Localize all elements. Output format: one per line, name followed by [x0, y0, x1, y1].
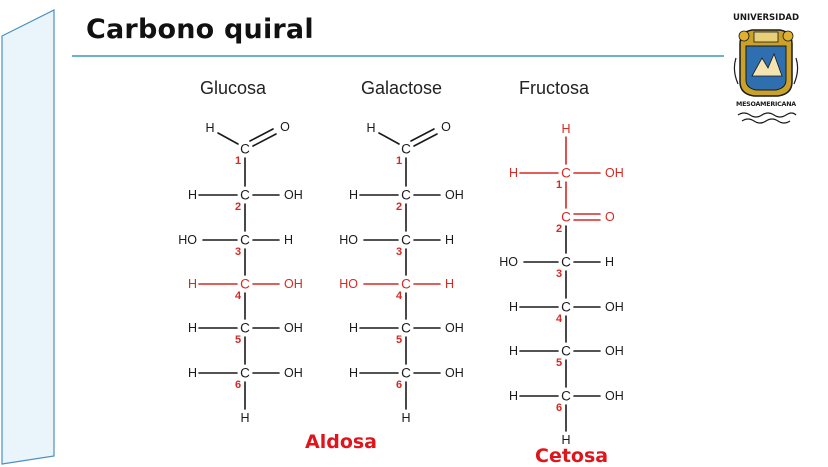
galactose-c5-left-label: H [349, 321, 358, 335]
glucosa-carbon-3: C [240, 233, 250, 248]
glucosa-carbon-number-3: 3 [235, 246, 241, 258]
glucosa-carbon-number-1: 1 [235, 155, 241, 167]
galactose-carbon-number-6: 6 [396, 379, 402, 391]
galactose-c6-right-label: OH [445, 366, 464, 380]
fructosa-carbon-2: C [561, 210, 571, 225]
glucosa-top-h-bond [217, 132, 239, 145]
fructosa-carbon-number-2: 2 [556, 223, 562, 235]
fructosa-carbon-number-1: 1 [556, 179, 562, 191]
fructosa-c1-right-label: OH [605, 166, 624, 180]
logo-top-text: UNIVERSIDAD [732, 13, 800, 23]
glucosa-c5-left-label: H [188, 321, 197, 335]
glucosa-carbon-number-2: 2 [235, 201, 241, 213]
fructosa-carbon-3: C [561, 255, 571, 270]
galactose-top-h-bond [378, 132, 400, 145]
glucosa-carbon-2: C [240, 188, 250, 203]
galactose-c4-left-label: HO [339, 277, 358, 291]
class-label-aldose: Aldosa [305, 431, 378, 453]
class-label-ketose: Cetosa [535, 445, 609, 467]
galactose-carbon-number-3: 3 [396, 246, 402, 258]
logo-emblem-icon [733, 29, 799, 97]
galactose-carbon-number-5: 5 [396, 334, 402, 346]
galactose-carbon-2: C [401, 188, 411, 203]
glucosa-carbon-4: C [240, 277, 250, 292]
fructosa-c4-left-label: H [509, 300, 518, 314]
fructosa-carbon-6: C [561, 389, 571, 404]
logo-waves-icon [737, 112, 797, 124]
fructosa-bottom-h-label: H [561, 433, 570, 447]
glucosa-carbon-6: C [240, 366, 250, 381]
fructosa-carbon-4: C [561, 300, 571, 315]
fructosa-c2-right-label: O [605, 210, 615, 224]
side-panel-decoration [1, 9, 55, 465]
glucosa-c4-right-label: OH [284, 277, 303, 291]
fructosa-top-h-label: H [561, 122, 570, 136]
slide-title: Carbono quiral [86, 14, 314, 45]
glucosa-carbon-1: C [240, 142, 250, 157]
glucosa-c4-left-label: H [188, 277, 197, 291]
galactose-c6-left-label: H [349, 366, 358, 380]
logo-bottom-text: MESOAMERICANA [736, 101, 796, 108]
galactose-carbon-1: C [401, 142, 411, 157]
galactose-carbon-number-4: 4 [396, 290, 403, 302]
glucosa-top-o-bond-b [252, 133, 277, 147]
galactose-c5-right-label: OH [445, 321, 464, 335]
galactose-top-o-label: O [441, 120, 451, 134]
molecule-name-fructosa: Fructosa [519, 78, 590, 98]
glucosa-top-h-label: H [205, 121, 214, 135]
galactose-carbon-5: C [401, 321, 411, 336]
title-rule [72, 55, 724, 57]
galactose-c2-right-label: OH [445, 188, 464, 202]
glucosa-top-o-bond-a [249, 128, 274, 142]
galactose-carbon-number-1: 1 [396, 155, 402, 167]
galactose-top-o-bond-b [413, 133, 438, 147]
glucosa-carbon-number-4: 4 [235, 290, 242, 302]
fructosa-carbon-5: C [561, 344, 571, 359]
fructosa-c1-left-label: H [509, 166, 518, 180]
fructosa-carbon-number-3: 3 [556, 268, 562, 280]
galactose-c3-right-label: H [445, 233, 454, 247]
fructosa-carbon-number-4: 4 [556, 313, 563, 325]
galactose-top-o-bond-a [410, 128, 435, 142]
fructosa-c4-right-label: OH [605, 300, 624, 314]
glucosa-carbon-number-5: 5 [235, 334, 241, 346]
galactose-carbon-number-2: 2 [396, 201, 402, 213]
glucosa-c6-right-label: OH [284, 366, 303, 380]
galactose-top-h-label: H [366, 121, 375, 135]
fructosa-c6-right-label: OH [605, 389, 624, 403]
glucosa-c2-left-label: H [188, 188, 197, 202]
fructosa-c3-left-label: HO [499, 255, 518, 269]
galactose-carbon-6: C [401, 366, 411, 381]
glucosa-carbon-number-6: 6 [235, 379, 241, 391]
galactose-c3-left-label: HO [339, 233, 358, 247]
fructosa-c5-left-label: H [509, 344, 518, 358]
glucosa-c2-right-label: OH [284, 188, 303, 202]
molecule-name-glucosa: Glucosa [200, 78, 267, 98]
side-panel-shape [1, 9, 55, 465]
glucosa-top-o-label: O [280, 120, 290, 134]
fructosa-c3-right-label: H [605, 255, 614, 269]
glucosa-c5-right-label: OH [284, 321, 303, 335]
fructosa-carbon-number-6: 6 [556, 402, 562, 414]
fructosa-c5-right-label: OH [605, 344, 624, 358]
university-logo: UNIVERSIDAD MESOAMERICANA [722, 10, 810, 130]
galactose-carbon-3: C [401, 233, 411, 248]
galactose-c2-left-label: H [349, 188, 358, 202]
fructosa-c6-left-label: H [509, 389, 518, 403]
glucosa-c3-right-label: H [284, 233, 293, 247]
galactose-c4-right-label: H [445, 277, 454, 291]
galactose-carbon-4: C [401, 277, 411, 292]
glucosa-c6-left-label: H [188, 366, 197, 380]
glucosa-c3-left-label: HO [178, 233, 197, 247]
galactose-bottom-h-label: H [401, 411, 410, 425]
glucosa-bottom-h-label: H [240, 411, 249, 425]
fructosa-carbon-1: C [561, 166, 571, 181]
glucosa-carbon-5: C [240, 321, 250, 336]
fructosa-carbon-number-5: 5 [556, 357, 562, 369]
molecule-name-galactose: Galactose [361, 78, 443, 98]
